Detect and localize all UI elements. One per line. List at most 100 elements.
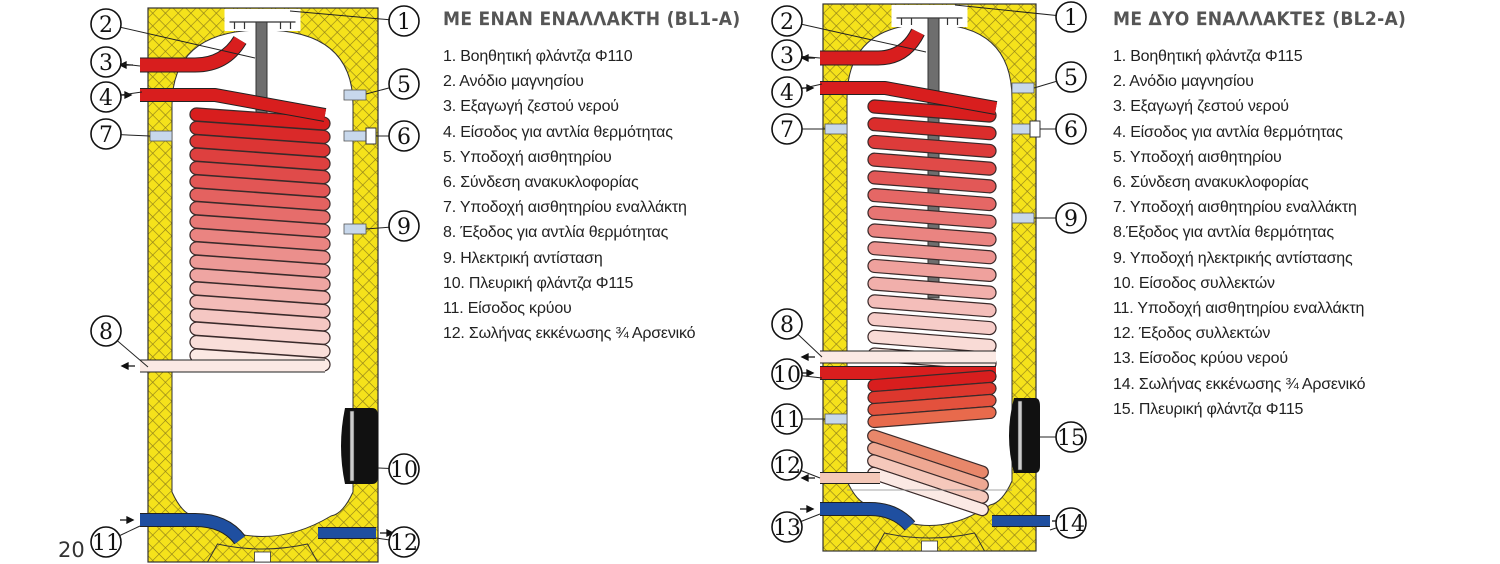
flow-out-arrow	[800, 473, 815, 483]
hot-water-outlet-pipe	[140, 36, 246, 72]
legend-item: 1. Βοηθητική φλάντζα Φ110	[443, 48, 633, 65]
legend-item: 6. Σύνδεση ανακυκλοφορίας	[1113, 174, 1309, 192]
coil-turn	[867, 329, 997, 353]
coil-turn	[867, 223, 997, 247]
callout-circle	[388, 5, 420, 37]
legend-item: 2. Ανόδιο μαγνησίου	[1113, 73, 1254, 91]
callout-leader-line	[289, 10, 405, 22]
double-exchanger-parts-list: 1. Βοηθητική φλάντζα Φ115 2. Ανόδιο μαγνη…	[1113, 44, 1406, 422]
coil-turn	[867, 187, 997, 212]
callout-circle	[90, 526, 122, 558]
callout-number: 1	[1064, 6, 1078, 31]
callout-number: 12	[390, 531, 418, 556]
callout-number: 4	[99, 86, 113, 111]
callout-number: 6	[1064, 118, 1078, 143]
callout-number: 8	[99, 320, 113, 345]
callout-circle	[1055, 507, 1087, 539]
sensor-socket	[824, 413, 848, 425]
callout-number: 7	[99, 123, 113, 148]
coil-turn	[867, 134, 997, 159]
legend-item: 3. Εξαγωγή ζεστού νερού	[443, 98, 619, 116]
callout-number: 4	[780, 81, 794, 106]
legend-item: 10. Πλευρική φλάντζα Φ115	[443, 274, 634, 292]
callout-circle	[771, 358, 803, 390]
legend-item: 10. Είσοδος συλλεκτών	[1113, 274, 1275, 292]
legend-item: 5. Υποδοχή αισθητηρίου	[443, 148, 612, 166]
legend-item: 11. Είσοδος κρύου	[443, 300, 572, 318]
callout-circle	[90, 118, 122, 150]
flow-out-arrow	[800, 53, 815, 63]
flow-out-arrow	[120, 361, 135, 371]
callout-circle	[90, 8, 122, 40]
double-exchanger-legend: ΜΕ ΔΥΟ ΕΝΑΛΛΑΚΤΕΣ (BL2-A) 1. Βοηθητική φ…	[1113, 8, 1406, 422]
coil-turn	[867, 294, 997, 318]
sensor-socket	[343, 223, 367, 235]
callout-circle	[388, 120, 420, 152]
cold-water-inlet-pipe	[140, 514, 245, 544]
callout-circle	[1055, 61, 1087, 93]
callout-leader-line	[786, 20, 927, 53]
callout-number: 2	[99, 13, 113, 38]
callout-number: 5	[1064, 66, 1078, 91]
legend-item: 2. Ανόδιο μαγνησίου	[443, 73, 584, 91]
callout-circle	[1055, 1, 1087, 33]
sensor-socket	[343, 130, 367, 142]
legend-item: 3. Εξαγωγή ζεστού νερού	[1113, 98, 1289, 116]
callout-circle	[90, 46, 122, 78]
callout-circle	[771, 308, 803, 340]
coil-turn	[867, 152, 997, 176]
callout-number: 12	[773, 454, 801, 479]
top-flange-opening	[224, 9, 301, 31]
callout-leader-line	[105, 23, 256, 59]
single-exchanger-title: ΜΕ ΕΝΑΝ ΕΝΑΛΛΑΚΤΗ (BL1-A)	[443, 8, 741, 30]
legend-item: 8. Έξοδος για αντλία θερμότητας	[443, 224, 669, 242]
legend-item: 7. Υποδοχή αισθητηρίου εναλλάκτη	[1113, 199, 1357, 217]
sensor-socket	[1011, 82, 1035, 94]
callout-circle	[388, 453, 420, 485]
legend-item: 4. Είσοδος για αντλία θερμότητας	[443, 123, 673, 141]
callout-circle	[90, 81, 122, 113]
callout-number: 13	[773, 516, 801, 541]
recirculation-fitting	[365, 127, 377, 145]
flow-out-arrow	[800, 352, 815, 362]
callout-number: 9	[397, 215, 411, 240]
legend-item: 14. Σωλήνας εκκένωσης ¾ Αρσενικό	[1113, 375, 1366, 393]
side-flange	[341, 408, 378, 484]
callout-circle	[90, 315, 122, 347]
sensor-socket	[824, 123, 848, 135]
legend-item: 5. Υποδοχή αισθητηρίου	[1113, 148, 1282, 166]
coil-turn	[867, 258, 997, 283]
page-number: 20	[58, 538, 85, 562]
legend-item: 15. Πλευρική φλάντζα Φ115	[1113, 400, 1304, 418]
callout-circle	[1055, 202, 1087, 234]
legend-item: 9. Υποδοχή ηλεκτρικής αντίστασης	[1113, 249, 1353, 267]
flow-in-arrow	[380, 528, 395, 538]
callout-number: 1	[397, 10, 411, 35]
callout-circle	[388, 526, 420, 558]
callout-number: 8	[780, 313, 794, 338]
coil-turn	[867, 170, 997, 194]
callout-circle	[771, 39, 803, 71]
single-exchanger-parts-list: 1. Βοηθητική φλάντζα Φ110 2. Ανόδιο μαγνη…	[443, 44, 740, 346]
legend-item: 7. Υποδοχή αισθητηρίου εναλλάκτη	[443, 199, 687, 217]
bottom-plug	[254, 551, 271, 563]
legend-item: 6. Σύνδεση ανακυκλοφορίας	[443, 174, 639, 192]
callout-circle	[771, 113, 803, 145]
side-flange-gasket	[349, 410, 355, 482]
legend-item: 12. Σωλήνας εκκένωσης ¾ Αρσενικό	[443, 325, 696, 343]
side-flange-gasket	[1017, 400, 1023, 471]
legend-item: 1. Βοηθητική φλάντζα Φ115	[1113, 48, 1303, 65]
callout-number: 2	[780, 10, 794, 35]
legend-item: 4. Είσοδος για αντλία θερμότητας	[1113, 123, 1343, 141]
legend-item: 12. Έξοδος συλλεκτών	[1113, 325, 1271, 343]
bottom-plug	[921, 540, 938, 552]
coil-turn	[867, 99, 997, 123]
callout-leader-line	[954, 4, 1072, 18]
top-flange-opening	[891, 5, 968, 27]
callout-number: 3	[780, 44, 794, 69]
callout-number: 11	[92, 531, 120, 556]
cold-water-inlet-pipe	[820, 503, 915, 531]
callout-circle	[771, 76, 803, 108]
callout-number: 10	[390, 458, 418, 483]
